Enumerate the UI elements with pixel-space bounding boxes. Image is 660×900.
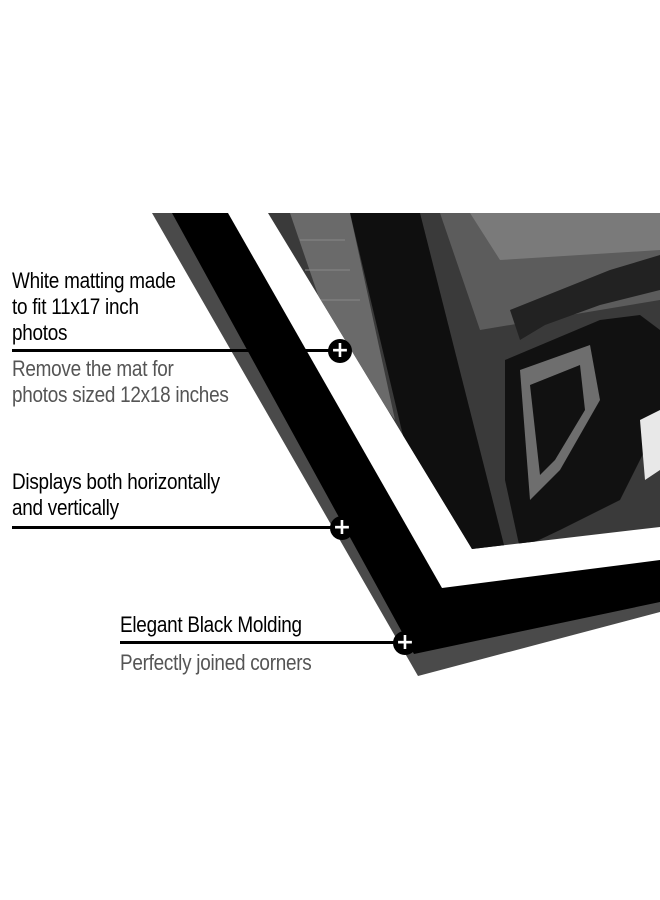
callout-molding-sub: Perfectly joined corners [120,650,343,676]
callout-matting-sub: Remove the mat for photos sized 12x18 in… [12,356,264,408]
molding-rule [120,641,396,644]
orientation-line-1: Displays both horizontally [12,469,220,494]
matting-line-3: photos [12,320,68,345]
orientation-line-2: and vertically [12,495,119,520]
matting-rule [12,349,330,352]
matting-line-1: White matting made [12,268,176,293]
plus-icon: + [393,631,417,655]
plus-icon: + [328,339,352,363]
callout-matting: White matting made to fit 11x17 inch pho… [12,268,202,346]
plus-icon: + [330,516,354,540]
molding-title: Elegant Black Molding [120,612,302,637]
callout-orientation: Displays both horizontally and verticall… [12,469,254,521]
matting-line-2: to fit 11x17 inch [12,294,139,319]
matting-sub-line-2: photos sized 12x18 inches [12,382,229,407]
callout-molding: Elegant Black Molding [120,612,331,638]
molding-sub: Perfectly joined corners [120,650,312,675]
matting-sub-line-1: Remove the mat for [12,356,174,381]
orientation-rule [12,526,332,529]
